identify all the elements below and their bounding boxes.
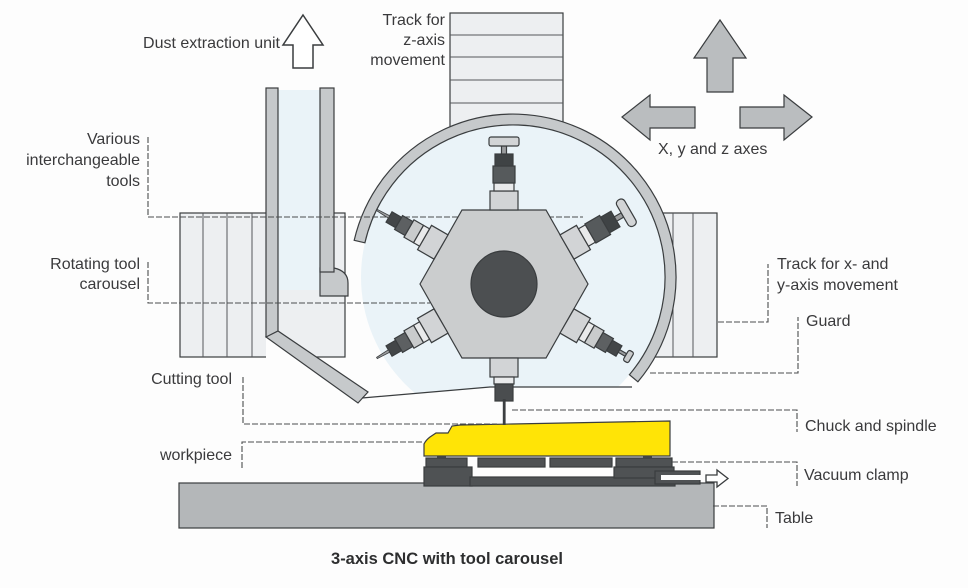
- label-xy-track: Track for x- and y-axis movement: [777, 254, 898, 296]
- leader-xy-track: [718, 264, 769, 323]
- label-carousel-line1: Rotating tool: [50, 256, 140, 273]
- xyz-axes-arrows: [621, 18, 813, 142]
- tool-carousel-hexagon: [419, 209, 589, 359]
- enclosure-floor-line: [361, 386, 632, 399]
- carousel-hub: [470, 250, 538, 318]
- leader-interchangeable-tools: [147, 137, 583, 218]
- leader-table: [713, 505, 768, 528]
- label-z-track-line3: movement: [370, 52, 445, 69]
- label-tools-line1: Various: [86, 131, 140, 148]
- tool-small-disc-lower-right: [559, 308, 634, 364]
- tool-disc-upper-right: [559, 198, 637, 260]
- guard-ring: [353, 113, 677, 383]
- vacuum-line: [654, 470, 702, 485]
- leader-chuck-spindle: [512, 409, 798, 432]
- label-workpiece: workpiece: [159, 447, 232, 464]
- label-z-track: Track for z-axis movement: [345, 11, 445, 71]
- tool-disc-top: [488, 136, 520, 211]
- up-arrow-icon: [692, 18, 748, 93]
- label-vacuum-clamp: Vacuum clamp: [804, 467, 909, 484]
- label-carousel-line2: carousel: [79, 276, 140, 293]
- label-tools-line3: tools: [106, 173, 140, 190]
- tool-drill-upper-left: [376, 208, 449, 260]
- label-z-track-line1: Track for: [382, 12, 445, 29]
- label-xyz-axes: X, y and z axes: [658, 141, 768, 158]
- leader-cutting-tool: [242, 377, 497, 425]
- diagram-caption: 3-axis CNC with tool carousel: [331, 550, 563, 568]
- guard-chute: [264, 330, 369, 404]
- right-arrow-icon: [739, 93, 813, 142]
- label-cutting-tool: Cutting tool: [151, 371, 232, 388]
- leader-guard: [650, 317, 799, 374]
- left-arrow-icon: [621, 93, 696, 142]
- leader-workpiece: [241, 441, 423, 468]
- tool-drill-lower-left: [376, 308, 449, 360]
- label-guard: Guard: [806, 313, 851, 330]
- table: [178, 482, 715, 529]
- label-chuck-spindle: Chuck and spindle: [805, 418, 937, 435]
- leader-rotating-carousel: [147, 262, 430, 304]
- label-interchangeable-tools: Various interchangeable tools: [14, 129, 140, 192]
- label-tools-line2: interchangeable: [26, 152, 140, 169]
- label-xy-track-line2: y-axis movement: [777, 277, 898, 294]
- cutting-tool-bit: [502, 399, 506, 425]
- vacuum-clamp: [423, 452, 702, 487]
- vacuum-flow-arrow-icon: [705, 468, 730, 489]
- workpiece: [423, 420, 671, 457]
- dust-extraction-duct: [265, 87, 349, 338]
- label-table: Table: [775, 510, 814, 527]
- label-dust-extraction: Dust extraction unit: [143, 35, 280, 52]
- label-rotating-carousel: Rotating tool carousel: [14, 255, 140, 295]
- leader-vacuum-clamp: [672, 461, 798, 486]
- label-xy-track-line1: Track for x- and: [777, 256, 889, 273]
- dust-extraction-arrow-icon: [281, 13, 325, 69]
- label-z-track-line2: z-axis: [403, 32, 445, 49]
